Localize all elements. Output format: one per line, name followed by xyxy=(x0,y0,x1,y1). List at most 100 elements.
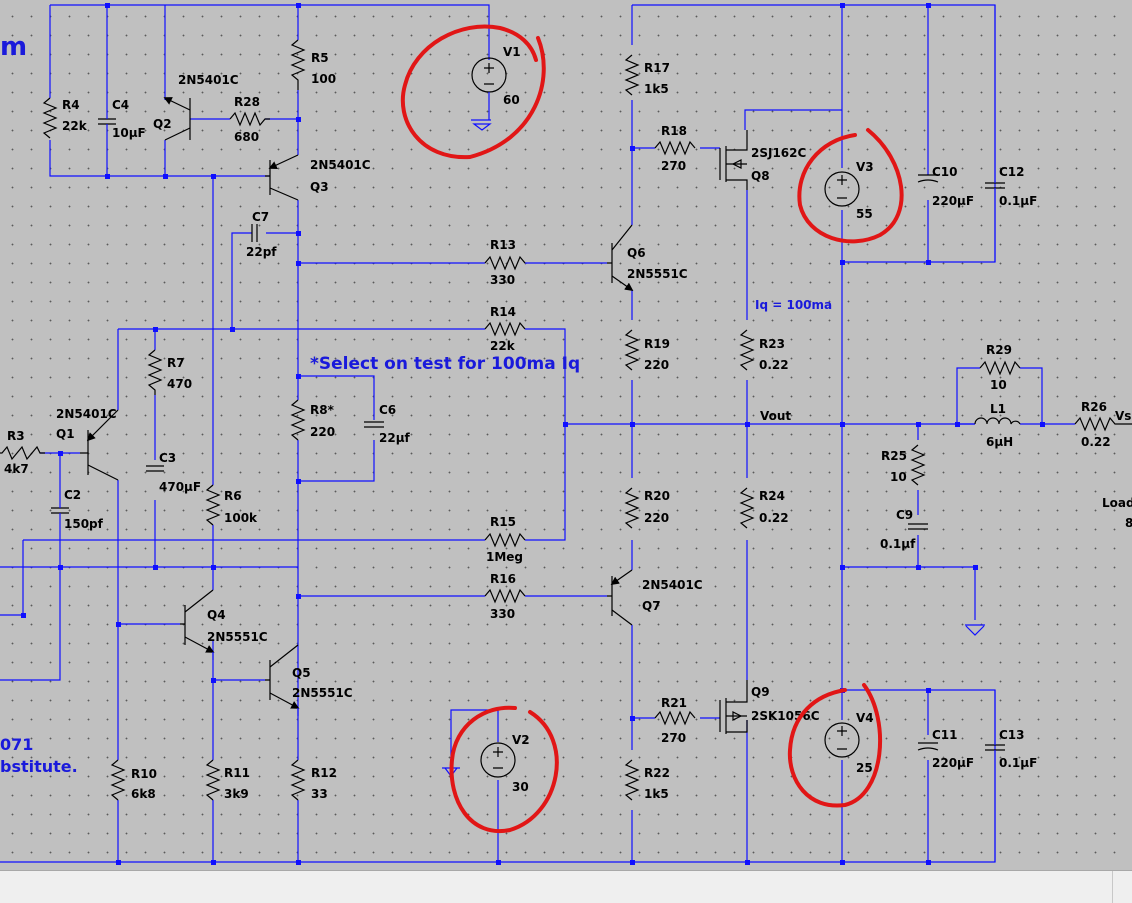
resistor-name: R26 xyxy=(1081,400,1107,414)
left-title-fragment: m xyxy=(0,32,27,62)
resistor-value: 330 xyxy=(490,273,515,287)
resistor-value: 220 xyxy=(644,511,669,525)
red-highlight-circles xyxy=(400,24,904,834)
transistor-part: 2N5401C xyxy=(56,407,117,421)
resistor-name: R14 xyxy=(490,305,516,319)
resistor-value: 22k xyxy=(62,119,88,133)
resistor-name: R29 xyxy=(986,343,1012,357)
resistor-value: 100k xyxy=(224,511,258,525)
resistor-value: 220 xyxy=(310,425,335,439)
transistor-name: Q9 xyxy=(751,685,770,699)
capacitor-value: 22µf xyxy=(379,431,411,445)
transistor-name: Q2 xyxy=(153,117,172,131)
resistor-symbols xyxy=(0,39,1132,801)
wires xyxy=(0,4,1075,863)
resistor-value: 22k xyxy=(490,339,516,353)
source-value: 60 xyxy=(503,93,520,107)
capacitor-value: 0.1µF xyxy=(999,756,1037,770)
transistor-part: 2N5551C xyxy=(207,630,268,644)
status-bar xyxy=(0,870,1132,903)
resistor-name: R11 xyxy=(224,766,250,780)
capacitor-name: C7 xyxy=(252,210,269,224)
capacitor-symbols xyxy=(51,5,1005,862)
inductor-labels: L1 6µH xyxy=(986,402,1013,449)
resistor-value: 330 xyxy=(490,607,515,621)
source-labels: V1 60 V2 30 V3 55 V4 25 xyxy=(503,45,874,794)
transistor-part: 2N5551C xyxy=(627,267,688,281)
transistor-name: Q4 xyxy=(207,608,226,622)
resistor-name: R28 xyxy=(234,95,260,109)
source-value: 55 xyxy=(856,207,873,221)
select-on-test-note: *Select on test for 100ma Iq xyxy=(310,354,580,374)
capacitor-name: C6 xyxy=(379,403,396,417)
highlight-circle-v4 xyxy=(787,683,883,808)
source-name: V4 xyxy=(856,711,874,725)
resistor-value: 220 xyxy=(644,358,669,372)
transistor-name: Q5 xyxy=(292,666,311,680)
inductor-symbol xyxy=(974,417,1021,425)
transistor-labels: Q1 2N5401C Q2 2N5401C Q3 2N5401C Q4 2N55… xyxy=(56,73,820,723)
status-bar-divider xyxy=(1112,871,1113,903)
resistor-name: R7 xyxy=(167,356,185,370)
resistor-name: R4 xyxy=(62,98,80,112)
capacitor-name: C13 xyxy=(999,728,1025,742)
vout-label: Vout xyxy=(760,409,791,423)
capacitor-name: C2 xyxy=(64,488,81,502)
capacitor-labels: C2 150pf C3 470µF C4 10µF C6 22µf C7 22p… xyxy=(64,98,1037,770)
capacitor-value: 22pf xyxy=(246,245,277,259)
left-note-line2: bstitute. xyxy=(0,757,78,776)
schematic-svg: *Select on test for 100ma Iq Iq = 100ma … xyxy=(0,3,1132,865)
capacitor-name: C4 xyxy=(112,98,129,112)
resistor-name: R23 xyxy=(759,337,785,351)
transistor-name: Q7 xyxy=(642,599,661,613)
schematic-canvas[interactable]: *Select on test for 100ma Iq Iq = 100ma … xyxy=(0,0,1132,870)
capacitor-value: 470µF xyxy=(159,480,201,494)
vsp-label: Vs xyxy=(1115,409,1131,423)
load-value: 8 xyxy=(1125,516,1132,530)
junctions xyxy=(21,3,1045,865)
resistor-value: 10 xyxy=(890,470,907,484)
resistor-name: R15 xyxy=(490,515,516,529)
annotation-labels: *Select on test for 100ma Iq Iq = 100ma … xyxy=(0,32,1132,776)
resistor-value: 0.22 xyxy=(759,511,789,525)
left-note-line1: 071 xyxy=(0,735,33,754)
voltage-source-symbols xyxy=(442,57,985,778)
resistor-value: 1k5 xyxy=(644,82,669,96)
transistor-symbols xyxy=(80,97,748,734)
capacitor-value: 0.1µf xyxy=(880,537,916,551)
resistor-value: 270 xyxy=(661,731,686,745)
resistor-value: 6k8 xyxy=(131,787,156,801)
transistor-part: 2N5401C xyxy=(642,578,703,592)
resistor-value: 270 xyxy=(661,159,686,173)
capacitor-name: C3 xyxy=(159,451,176,465)
capacitor-value: 220µF xyxy=(932,756,974,770)
resistor-name: R17 xyxy=(644,61,670,75)
resistor-name: R24 xyxy=(759,489,785,503)
resistor-labels: R3 4k7 R4 22k R5 100 R6 100k R7 470 R8* … xyxy=(4,51,1111,801)
load-label: Load xyxy=(1102,496,1132,510)
capacitor-value: 0.1µF xyxy=(999,194,1037,208)
resistor-name: R5 xyxy=(311,51,329,65)
highlight-circle-v2 xyxy=(449,705,559,834)
capacitor-name: C12 xyxy=(999,165,1025,179)
resistor-name: R20 xyxy=(644,489,670,503)
resistor-value: 1Meg xyxy=(486,550,523,564)
transistor-part: 2N5401C xyxy=(178,73,239,87)
resistor-name: R3 xyxy=(7,429,25,443)
transistor-name: Q8 xyxy=(751,169,770,183)
resistor-name: R12 xyxy=(311,766,337,780)
source-value: 30 xyxy=(512,780,529,794)
transistor-name: Q6 xyxy=(627,246,646,260)
resistor-value: 4k7 xyxy=(4,462,29,476)
source-name: V1 xyxy=(503,45,521,59)
resistor-value: 470 xyxy=(167,377,192,391)
capacitor-name: C10 xyxy=(932,165,958,179)
resistor-value: 0.22 xyxy=(1081,435,1111,449)
resistor-value: 3k9 xyxy=(224,787,249,801)
resistor-name: R16 xyxy=(490,572,516,586)
resistor-value: 10 xyxy=(990,378,1007,392)
highlight-circle-v1 xyxy=(400,24,546,160)
transistor-part: 2SJ162C xyxy=(751,146,807,160)
resistor-name: R25 xyxy=(881,449,907,463)
capacitor-value: 10µF xyxy=(112,126,146,140)
